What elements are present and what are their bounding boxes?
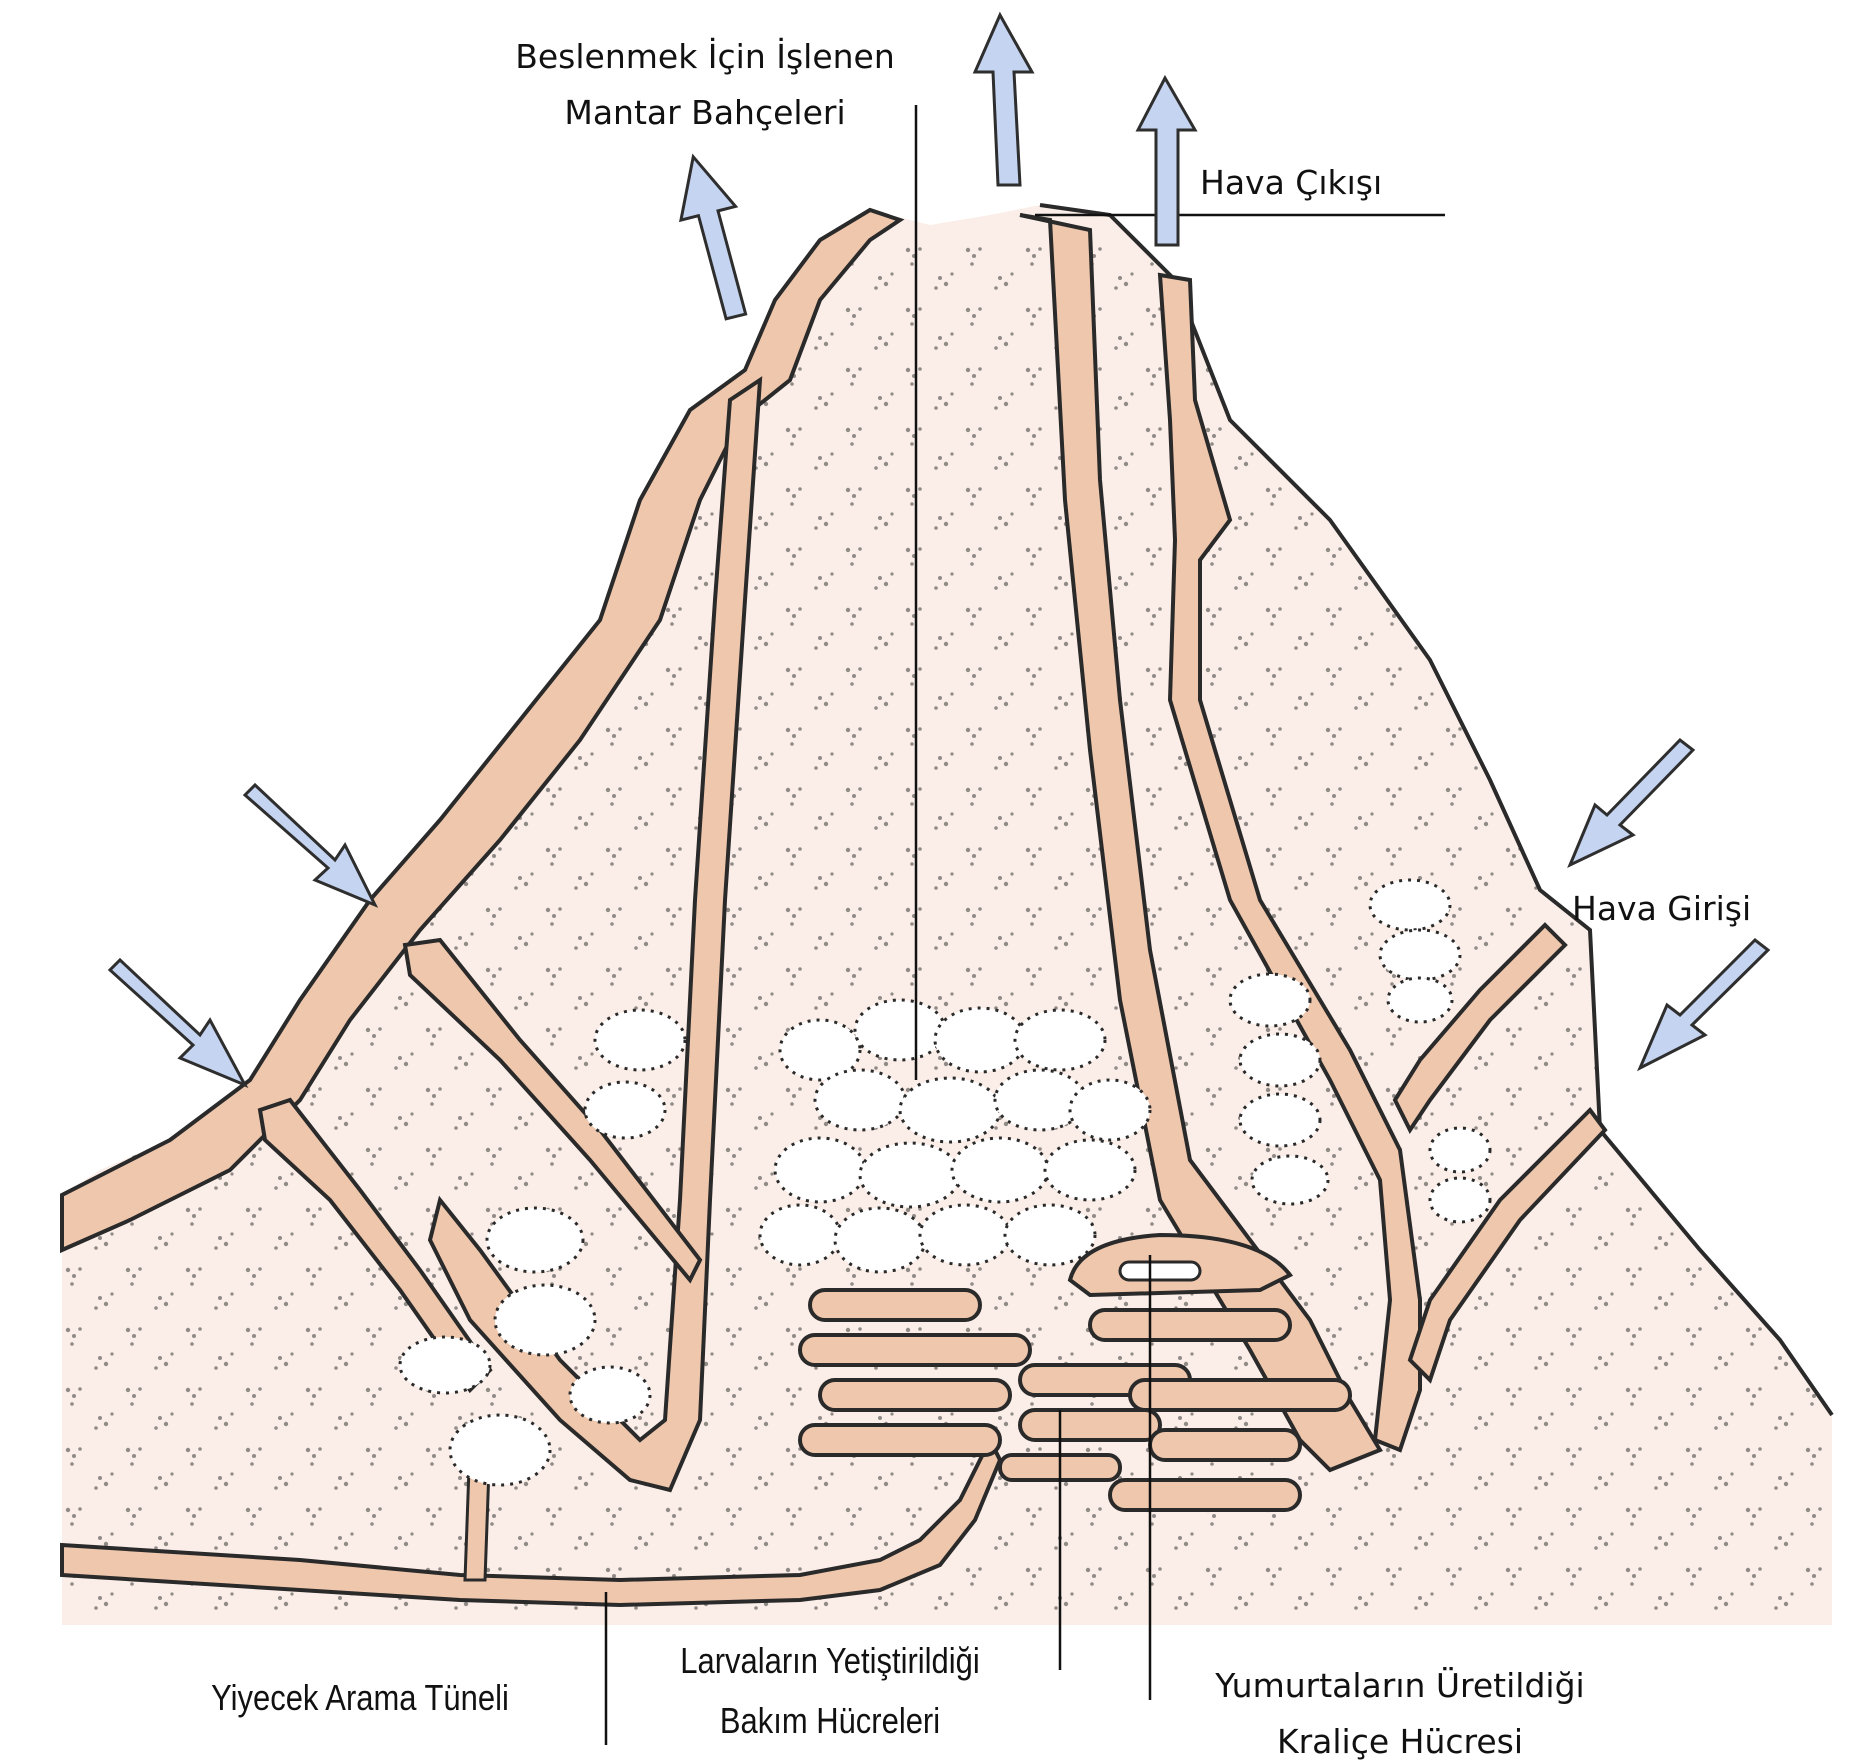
label-air-inlet: Hava Girişi (1572, 889, 1752, 928)
soil-dots (62, 230, 1832, 1625)
fungus-gardens (398, 878, 1492, 1487)
tunnel-right-lower-branch (1407, 1106, 1608, 1384)
label-queen-cell: Yumurtaların Üretildiği Kraliçe Hücresi (1160, 1665, 1640, 1763)
arrow-down-left-icon (1567, 737, 1696, 869)
tunnel-right-chimney-1 (1019, 213, 1383, 1473)
label-fungus-gardens-line2: Mantar Bahçeleri (564, 93, 846, 132)
arrow-up-icon (1135, 74, 1198, 247)
label-fungus-gardens-line1: Beslenmek İçin İşlenen (515, 37, 895, 76)
tunnel-right-branch (1392, 922, 1568, 1134)
arrow-up-icon (972, 11, 1035, 187)
leader-lines (604, 105, 1445, 1745)
air-inlet-arrows (107, 737, 1771, 1089)
label-nursery-line2: Bakım Hücreleri (719, 1700, 941, 1741)
label-queen-line1: Yumurtaların Üretildiği (1215, 1666, 1585, 1705)
tunnel-left-branch-upper (402, 937, 703, 1284)
tunnel-left-chimney (427, 376, 763, 1493)
label-nursery-line1: Larvaların Yetiştirildiği (680, 1640, 980, 1681)
label-air-outlet: Hava Çıkışı (1200, 163, 1383, 202)
queen-cell-interior (1118, 1260, 1202, 1282)
arrow-down-right-icon (107, 957, 249, 1089)
label-foraging-tunnel: Yiyecek Arama Tüneli (211, 1677, 509, 1718)
label-queen-line2: Kraliçe Hücresi (1276, 1722, 1524, 1761)
label-nursery-cells: Larvaların Yetiştirildiği Bakım Hücreler… (632, 1640, 1028, 1742)
tunnel-right-chimney-2 (1157, 272, 1422, 1453)
arrow-down-right-icon (242, 782, 379, 908)
air-outlet-arrows (679, 11, 1198, 321)
arrow-down-left-icon (1636, 938, 1771, 1072)
label-fungus-gardens: Beslenmek İçin İşlenen Mantar Bahçeleri (470, 36, 940, 134)
arrow-up-icon (679, 153, 748, 321)
nursery-galleries (798, 1232, 1352, 1512)
